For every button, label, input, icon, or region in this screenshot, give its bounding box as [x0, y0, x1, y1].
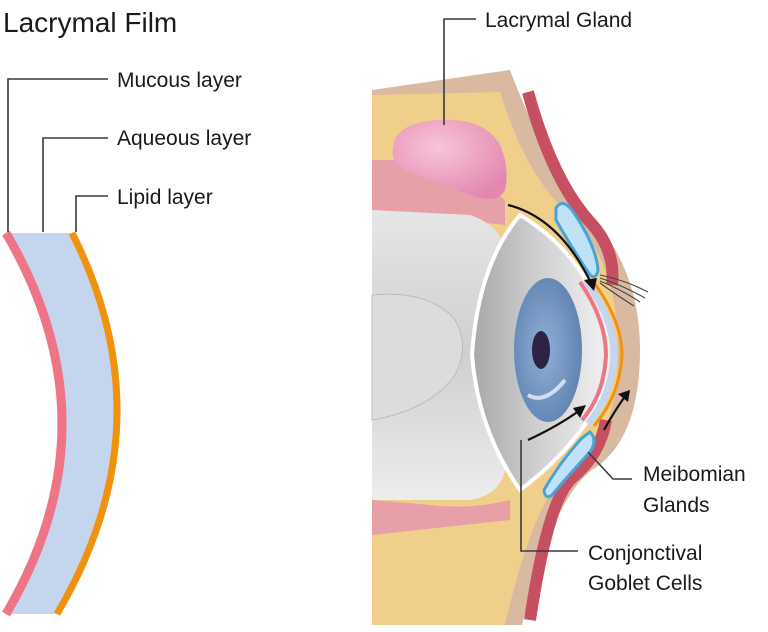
- upper-meibomian-gland: [554, 202, 600, 279]
- goblet-cells-label-line1: Conjonctival: [588, 542, 702, 565]
- upper-rectus-muscle: [372, 160, 505, 225]
- eyelashes: [599, 274, 649, 307]
- mucous-layer-label: Mucous layer: [117, 69, 242, 92]
- pupil: [532, 331, 550, 369]
- lacrymal-gland-leader: [443, 18, 476, 125]
- lower-muscle-band: [524, 418, 612, 621]
- mucous-layer-leader: [7, 78, 108, 232]
- corneal-aqueous-layer: [583, 277, 618, 427]
- gland-to-eye-arrowhead-upper: [584, 278, 597, 291]
- goblet-cells-leader: [520, 440, 578, 552]
- aqueous-layer-label: Aqueous layer: [117, 127, 251, 150]
- lipid-layer-band: [53, 231, 121, 616]
- iris-highlight: [526, 378, 567, 400]
- upper-muscle-band: [522, 90, 619, 286]
- mucous-layer-band: [2, 230, 67, 617]
- lipid-layer-leader: [75, 195, 108, 232]
- lipid-layer-label: Lipid layer: [117, 186, 213, 209]
- optic-muscle-bulge: [371, 293, 463, 421]
- tear-film-layers: [2, 230, 121, 617]
- corneal-mucous-layer: [578, 280, 609, 422]
- goblet-cells-label-line2: Goblet Cells: [588, 572, 702, 595]
- aqueous-layer-leader: [42, 137, 108, 232]
- meibomian-glands-label-line2: Glands: [643, 494, 710, 517]
- corneal-lipid-layer: [590, 279, 624, 427]
- eye-cross-section: [371, 70, 649, 625]
- meibomian-glands-label-line1: Meibomian: [643, 463, 746, 486]
- meibomian-glands-leader: [587, 451, 632, 480]
- gland-to-eye-arrow-upper: [507, 203, 593, 286]
- lower-meibomian-gland: [542, 430, 596, 499]
- aqueous-layer-band: [6, 233, 118, 614]
- meibomian-arrowhead: [618, 390, 630, 402]
- lacrymal-gland-shape: [392, 119, 507, 199]
- lower-rectus-muscle: [372, 500, 510, 535]
- page-title: Lacrymal Film: [3, 7, 177, 38]
- lacrymal-gland-label: Lacrymal Gland: [485, 9, 632, 32]
- goblet-arrowhead: [573, 405, 586, 418]
